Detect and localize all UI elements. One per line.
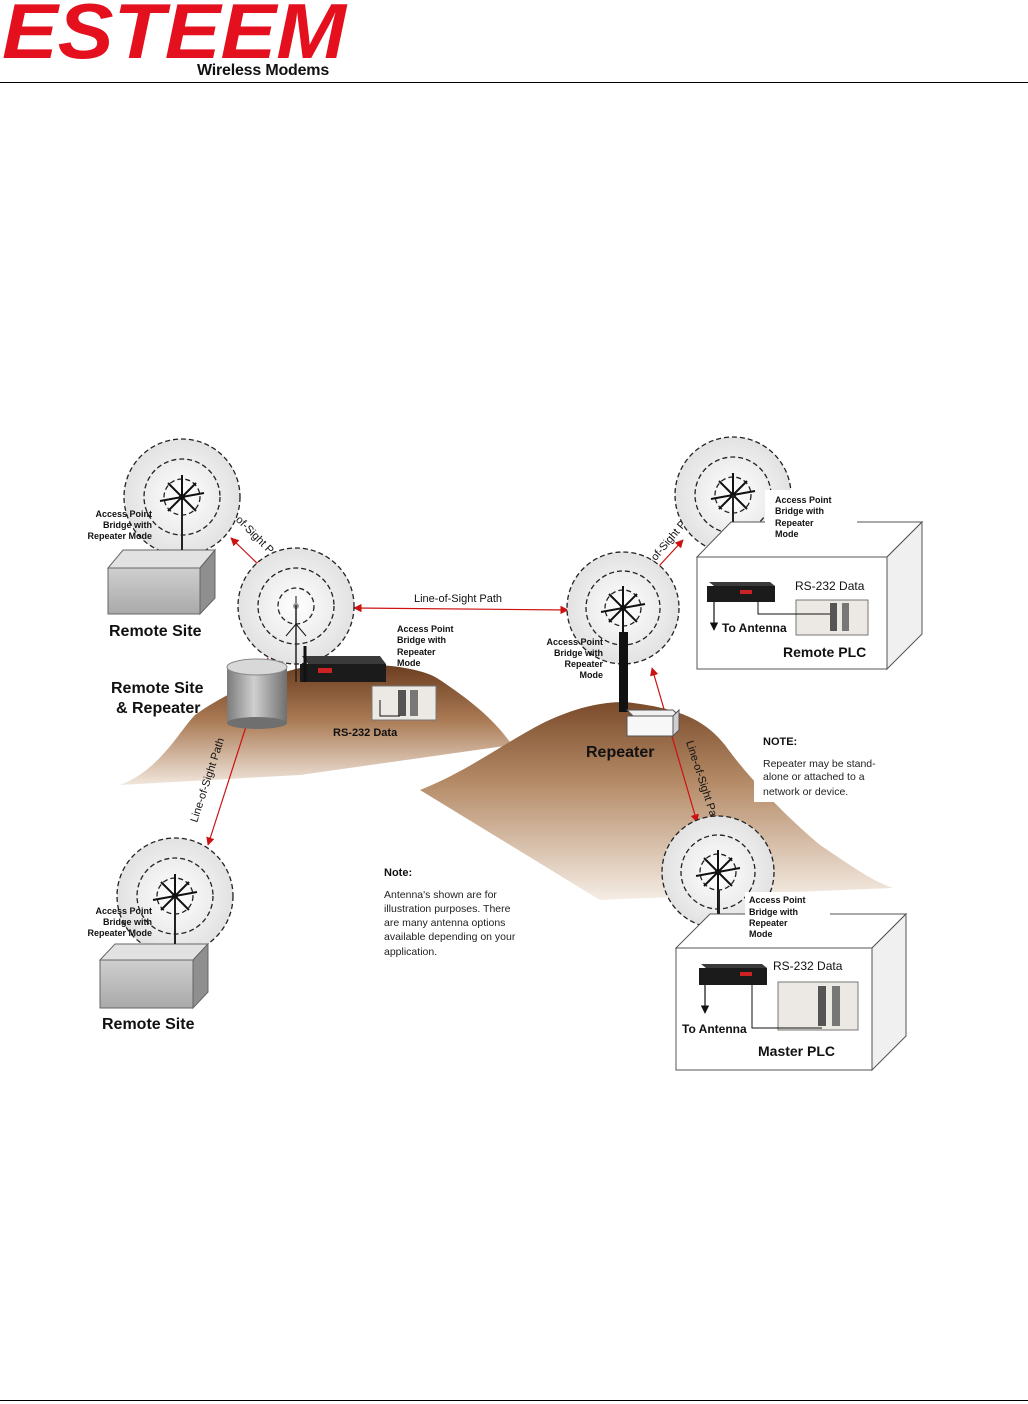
note-right-box: [754, 730, 894, 802]
header-rule: [0, 82, 1028, 83]
path-master-plc: [650, 667, 699, 823]
remote-plc-label: Remote PLC: [783, 644, 866, 660]
note-center-line-2: illustration purposes. There: [384, 903, 511, 915]
ap-label-line: Repeater: [564, 659, 603, 669]
remote-plc-enclosure: [695, 490, 924, 671]
note-right-line-1: Repeater may be stand-: [763, 758, 876, 770]
ap-label-line: Mode: [775, 529, 799, 539]
ap-label-line: Access Point: [775, 495, 832, 505]
rs232-left-label: RS-232 Data: [333, 727, 398, 739]
ap-label-line: Access Point: [749, 895, 806, 905]
antenna-hub: [179, 494, 185, 500]
cell-repeater: [566, 551, 680, 665]
remote-site-bottom-box: [98, 898, 210, 1010]
remote-repeater-label-2: & Repeater: [116, 700, 200, 717]
ap-label-line: Access Point: [95, 509, 152, 519]
rs232-master-plc: RS-232 Data: [773, 959, 843, 973]
ap-label-master-plc: Access Point Bridge with Repeater Mode: [749, 895, 806, 939]
master-plc-label: Master PLC: [758, 1043, 835, 1059]
remote-site-top-label: Remote Site: [109, 623, 202, 640]
ap-label-remote-plc: Access Point Bridge with Repeater Mode: [775, 495, 832, 539]
note-center-title: Note:: [384, 867, 412, 879]
remote-site-bottom-label: Remote Site: [102, 1016, 195, 1033]
ap-label-line: Mode: [749, 929, 773, 939]
antenna-hub: [715, 869, 721, 875]
ap-label-line: Access Point: [397, 624, 454, 634]
repeater-tower: [619, 632, 681, 738]
esteem-logo: ESTEEM: [2, 0, 348, 75]
ap-label-line: Access Point: [95, 906, 152, 916]
coverage-ring: [661, 815, 775, 929]
ap-label-line: Bridge with: [775, 506, 824, 516]
ap-label-line: Repeater Mode: [87, 928, 152, 938]
ap-label-line: Bridge with: [554, 648, 603, 658]
antenna-hub: [620, 605, 626, 611]
remote-repeater-label-1: Remote Site: [111, 680, 204, 697]
water-tank: [226, 658, 288, 729]
remote-site-top-box: [106, 500, 217, 616]
ap-label-line: Bridge with: [103, 520, 152, 530]
coverage-ring: [566, 551, 680, 665]
ap-label-line: Mode: [580, 670, 604, 680]
ap-label-line: Bridge with: [103, 917, 152, 927]
ap-label-line: Repeater Mode: [87, 531, 152, 541]
ap-label-line: Bridge with: [397, 635, 446, 645]
modem-left: [300, 646, 386, 682]
repeater-label: Repeater: [586, 744, 654, 761]
note-center-line-4: available depending on your: [384, 931, 516, 943]
note-right-line-2: alone or attached to a: [763, 771, 865, 783]
path-remote-top: [230, 537, 263, 569]
logo-tagline: Wireless Modems: [197, 62, 330, 79]
note-right-line-3: network or device.: [763, 786, 848, 798]
note-center-line-3: are many antenna options: [384, 917, 505, 929]
logo-wordmark: ESTEEM: [2, 0, 348, 75]
note-right-title: NOTE:: [763, 736, 797, 748]
ap-label-mid-left: Access Point Bridge with Repeater Mode: [397, 624, 454, 668]
path-label-main: Line-of-Sight Path: [414, 593, 502, 605]
plc-left: [371, 685, 437, 721]
rs232-remote-plc: RS-232 Data: [795, 579, 865, 593]
ap-label-line: Repeater: [749, 918, 788, 928]
note-center-line-5: application.: [384, 946, 437, 958]
antenna-hub: [172, 893, 178, 899]
ap-label-top-left: Access Point Bridge with Repeater Mode: [87, 509, 152, 541]
note-center-line-1: Antenna's shown are for: [384, 889, 497, 901]
ap-label-line: Repeater: [775, 518, 814, 528]
to-antenna-remote-plc: To Antenna: [722, 621, 787, 635]
ap-label-line: Access Point: [546, 637, 603, 647]
ap-label-bottom-left: Access Point Bridge with Repeater Mode: [87, 906, 152, 938]
ap-label-line: Mode: [397, 658, 421, 668]
path-main: [353, 603, 569, 615]
master-plc-enclosure: [674, 890, 908, 1072]
ap-label-repeater: Access Point Bridge with Repeater Mode: [546, 637, 603, 680]
footer-rule: [0, 1400, 1028, 1401]
ap-label-line: Bridge with: [749, 907, 798, 917]
ap-label-line: Repeater: [397, 647, 436, 657]
to-antenna-master-plc: To Antenna: [682, 1022, 747, 1036]
